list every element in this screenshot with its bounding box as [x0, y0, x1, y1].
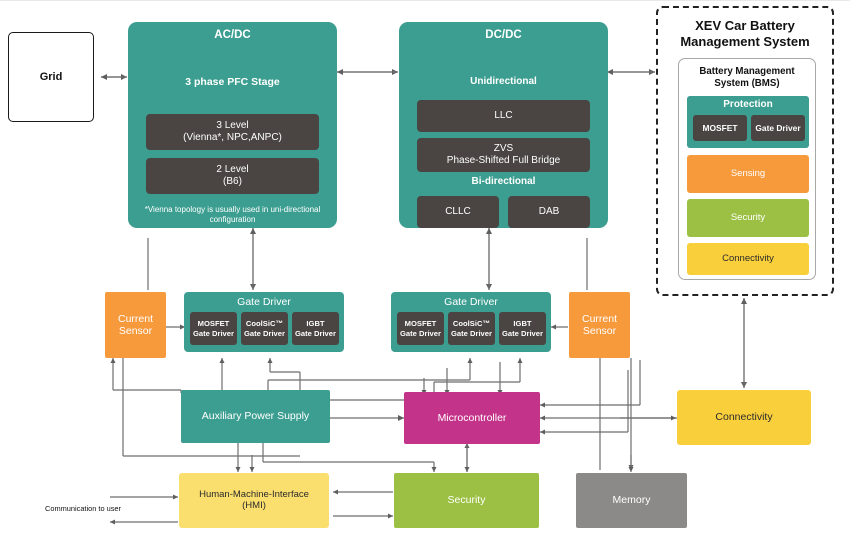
bms-security-block[interactable]: Security — [687, 199, 809, 237]
dcdc-block[interactable]: DC/DC Unidirectional LLC ZVS Phase-Shift… — [399, 22, 608, 228]
bms-sensing-block[interactable]: Sensing — [687, 155, 809, 193]
gate-driver-right-block[interactable]: Gate Driver MOSFET Gate Driver CoolSiC™ … — [391, 292, 551, 352]
gate-driver-left-chip-igbt[interactable]: IGBT Gate Driver — [292, 312, 339, 345]
gate-driver-left-chip-igbt-line2: Gate Driver — [295, 328, 336, 338]
dcdc-chip-zvs-line1: ZVS — [493, 143, 514, 154]
gate-driver-right-chip-mosfet-line2: Gate Driver — [400, 328, 441, 338]
bms-protection-block[interactable]: Protection MOSFET Gate Driver — [687, 96, 809, 148]
security-block[interactable]: Security — [394, 473, 539, 528]
acdc-chip-3level-line2: (Vienna*, NPC,ANPC) — [183, 132, 282, 143]
gate-driver-left-chip-igbt-line1: IGBT — [306, 319, 325, 329]
dcdc-chip-dab-label: DAB — [538, 206, 560, 217]
dcdc-bidirectional-label: Bi-directional — [471, 176, 536, 188]
dcdc-chip-llc[interactable]: LLC — [417, 100, 590, 132]
current-sensor-right-line1: Current — [581, 312, 617, 325]
hmi-line1: Human-Machine-Interface — [199, 488, 309, 500]
gate-driver-left-chip-mosfet-line1: MOSFET — [197, 319, 230, 329]
bms-inner-panel: Battery Management System (BMS) Protecti… — [678, 58, 816, 280]
gate-driver-left-chip-coolsic-line1: CoolSiC™ — [245, 319, 284, 329]
bms-protection-title: Protection — [723, 99, 773, 111]
dcdc-chip-llc-line1: LLC — [494, 110, 513, 121]
communication-to-user-label: Communication to user — [45, 504, 121, 513]
hmi-block[interactable]: Human-Machine-Interface (HMI) — [179, 473, 329, 528]
dcdc-chip-zvs[interactable]: ZVS Phase-Shifted Full Bridge — [417, 138, 590, 172]
acdc-chip-3level[interactable]: 3 Level (Vienna*, NPC,ANPC) — [146, 114, 319, 150]
dcdc-chip-cllc[interactable]: CLLC — [417, 196, 499, 228]
acdc-subtitle: 3 phase PFC Stage — [185, 75, 280, 88]
dcdc-unidirectional-label: Unidirectional — [470, 76, 537, 88]
xev-title-line2: Management System — [680, 34, 810, 50]
acdc-footnote: *Vienna topology is usually used in uni-… — [144, 205, 321, 224]
gate-driver-left-chip-mosfet[interactable]: MOSFET Gate Driver — [190, 312, 237, 345]
bms-connectivity-block[interactable]: Connectivity — [687, 243, 809, 275]
gate-driver-right-chip-mosfet[interactable]: MOSFET Gate Driver — [397, 312, 444, 345]
gate-driver-right-chip-igbt[interactable]: IGBT Gate Driver — [499, 312, 546, 345]
current-sensor-left-line2: Sensor — [118, 325, 153, 337]
bms-title-line1: Battery Management — [699, 66, 795, 77]
xev-title-line1: XEV Car Battery — [695, 18, 795, 33]
gate-driver-right-chip-igbt-line2: Gate Driver — [502, 328, 543, 338]
dcdc-chip-dab[interactable]: DAB — [508, 196, 590, 228]
current-sensor-right[interactable]: Current Sensor — [569, 292, 630, 358]
acdc-chip-2level-line1: 2 Level — [216, 164, 249, 175]
dcdc-chip-cllc-label: CLLC — [445, 206, 471, 217]
grid-block[interactable]: Grid — [8, 32, 94, 122]
dcdc-title: DC/DC — [485, 29, 522, 42]
microcontroller-block[interactable]: Microcontroller — [404, 392, 540, 444]
gate-driver-right-chip-mosfet-line1: MOSFET — [404, 319, 437, 329]
current-sensor-left-line1: Current — [117, 312, 153, 325]
xev-battery-management-panel: XEV Car Battery Management System Batter… — [656, 6, 834, 296]
acdc-chip-2level-line2: (B6) — [223, 176, 242, 187]
grid-label: Grid — [39, 71, 63, 83]
gate-driver-right-chip-coolsic[interactable]: CoolSiC™ Gate Driver — [448, 312, 495, 345]
dcdc-chip-zvs-line2: Phase-Shifted Full Bridge — [446, 155, 561, 166]
top-divider — [0, 0, 850, 1]
gate-driver-left-block[interactable]: Gate Driver MOSFET Gate Driver CoolSiC™ … — [184, 292, 344, 352]
gate-driver-right-chip-igbt-line1: IGBT — [513, 319, 532, 329]
acdc-chip-3level-line1: 3 Level — [216, 120, 249, 131]
memory-block[interactable]: Memory — [576, 473, 687, 528]
acdc-chip-2level[interactable]: 2 Level (B6) — [146, 158, 319, 194]
bms-protection-chip-gate-driver-label: Gate Driver — [755, 122, 801, 133]
hmi-line2: (HMI) — [242, 499, 266, 511]
xev-title: XEV Car Battery Management System — [658, 18, 832, 51]
bms-protection-chip-mosfet[interactable]: MOSFET — [693, 115, 747, 141]
gate-driver-right-title: Gate Driver — [444, 295, 498, 308]
bms-protection-chip-mosfet-label: MOSFET — [702, 122, 738, 133]
gate-driver-left-chip-coolsic-line2: Gate Driver — [244, 328, 285, 338]
current-sensor-right-line2: Sensor — [582, 325, 617, 337]
current-sensor-left[interactable]: Current Sensor — [105, 292, 166, 358]
acdc-block[interactable]: AC/DC 3 phase PFC Stage 3 Level (Vienna*… — [128, 22, 337, 228]
auxiliary-power-supply-block[interactable]: Auxiliary Power Supply — [181, 390, 330, 443]
gate-driver-left-chip-mosfet-line2: Gate Driver — [193, 328, 234, 338]
acdc-title: AC/DC — [214, 29, 251, 42]
bms-protection-chip-gate-driver[interactable]: Gate Driver — [751, 115, 805, 141]
gate-driver-right-chip-coolsic-line1: CoolSiC™ — [452, 319, 491, 329]
gate-driver-left-chip-coolsic[interactable]: CoolSiC™ Gate Driver — [241, 312, 288, 345]
gate-driver-right-chip-coolsic-line2: Gate Driver — [451, 328, 492, 338]
bms-title: Battery Management System (BMS) — [679, 66, 815, 90]
bms-title-line2: System (BMS) — [714, 78, 780, 90]
connectivity-block[interactable]: Connectivity — [677, 390, 811, 445]
gate-driver-left-title: Gate Driver — [237, 295, 291, 308]
